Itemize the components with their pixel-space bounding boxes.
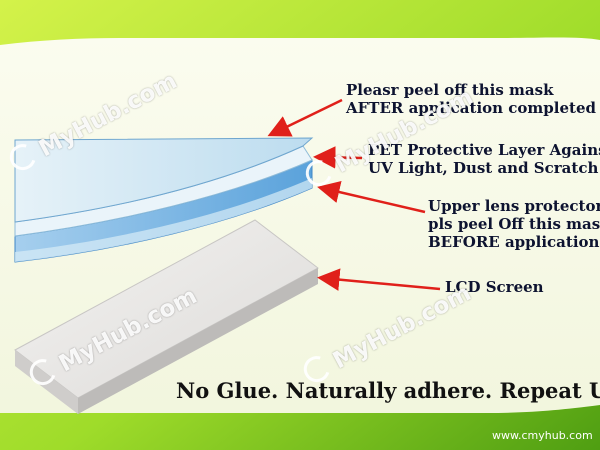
arrows [267, 98, 441, 291]
label-upper-lens: Upper lens protector pls peel Off this m… [428, 197, 600, 251]
label-lcd: LCD Screen [445, 278, 544, 296]
label-line: Pleasr peel off this mask [346, 81, 554, 99]
arrow-icon [267, 98, 343, 137]
lcd-screen-layer [14, 219, 319, 414]
label-line: Upper lens protector [428, 197, 600, 215]
label-pet-layer: PET Protective Layer Against UV Light, D… [368, 141, 600, 177]
label-mask-after: Pleasr peel off this mask AFTER applicat… [346, 81, 596, 117]
site-url: www.cmyhub.com [492, 429, 593, 442]
label-line: BEFORE application [428, 233, 600, 251]
label-line: UV Light, Dust and Scratch [368, 159, 599, 177]
label-line: LCD Screen [445, 278, 544, 296]
label-line: pls peel Off this mask [428, 215, 600, 233]
label-line: AFTER application completed [346, 99, 596, 117]
arrow-icon [313, 146, 363, 169]
top-mask-layer [14, 137, 314, 223]
arrow-icon [317, 181, 426, 214]
tagline: No Glue. Naturally adhere. Repeat Use [176, 378, 600, 403]
label-line: PET Protective Layer Against [368, 141, 600, 159]
arrow-icon [317, 268, 441, 291]
